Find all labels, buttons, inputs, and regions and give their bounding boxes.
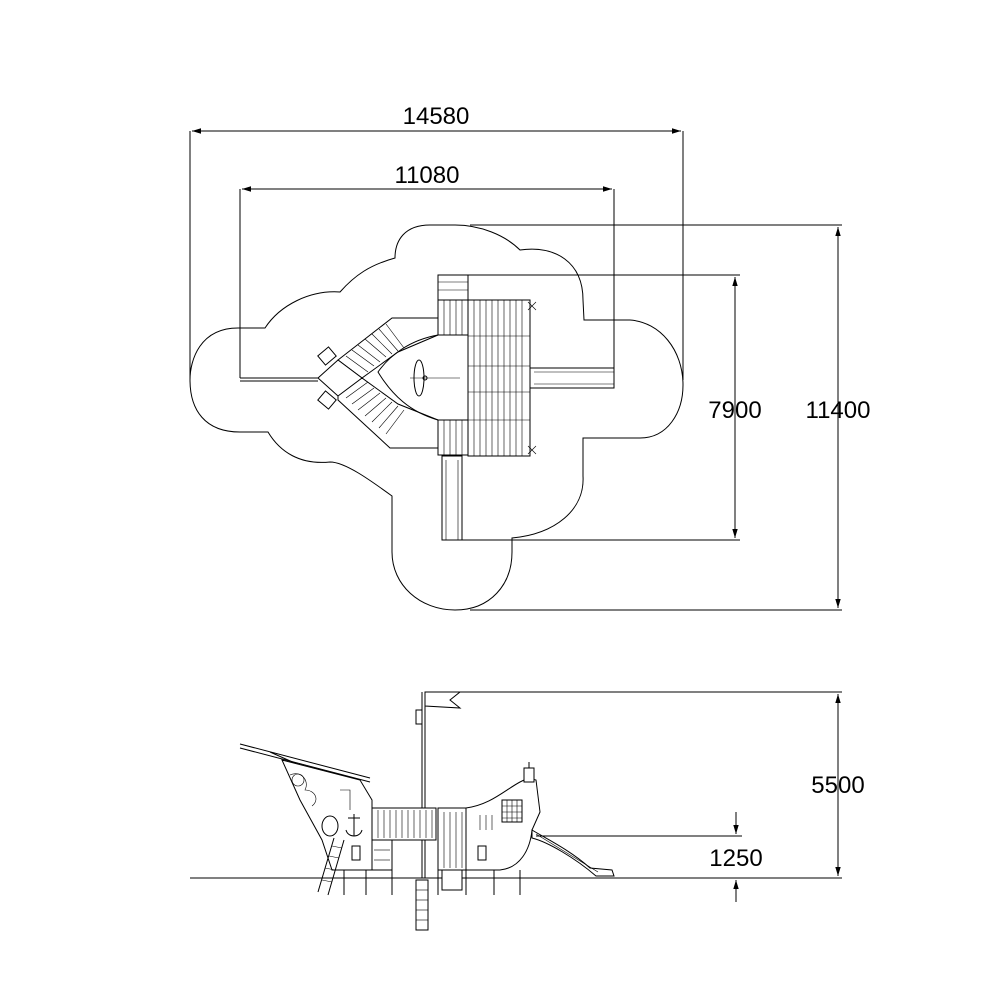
tower-elevation <box>437 807 467 891</box>
stern-cabin <box>465 762 541 871</box>
plan-view: 14580 11080 7900 11400 <box>189 103 871 611</box>
dimension-structure-width: 11080 <box>239 162 615 378</box>
main-deck <box>467 299 537 457</box>
center-tower <box>437 274 469 456</box>
slide-bottom <box>441 455 463 541</box>
cabin-window-icon <box>501 799 523 823</box>
stern-slide <box>531 829 615 877</box>
inner-rail <box>377 334 439 421</box>
anchor-icon <box>345 814 363 837</box>
dim-total-width-label: 14580 <box>403 103 470 130</box>
slide-left <box>240 377 318 382</box>
dim-total-depth-label: 11400 <box>806 397 871 424</box>
pole-ladder <box>415 879 429 931</box>
porthole-icon <box>321 815 339 837</box>
flag-icon <box>424 691 462 709</box>
posts <box>343 870 521 895</box>
slide-right <box>529 367 615 389</box>
dim-structure-depth-label: 7900 <box>708 397 761 424</box>
steering-wheel-icon <box>410 359 460 397</box>
elevation-view: 5500 1250 <box>190 691 865 931</box>
bow-ladder <box>317 837 345 896</box>
dim-total-height-label: 5500 <box>811 772 864 799</box>
dimension-total-height: 5500 <box>430 691 865 876</box>
safety-zone-outline <box>189 224 684 611</box>
dim-structure-width-label: 11080 <box>395 162 460 189</box>
dimension-total-depth: 11400 <box>470 224 871 611</box>
dimension-platform-height: 1250 <box>536 812 763 902</box>
bridge <box>371 807 437 871</box>
bow-hull <box>281 759 373 871</box>
lantern-icon <box>523 762 535 783</box>
dimension-structure-depth: 7900 <box>462 274 762 541</box>
bow-deck <box>317 317 439 449</box>
dim-platform-height-label: 1250 <box>709 845 762 872</box>
dimension-total-width: 14580 <box>189 103 684 380</box>
